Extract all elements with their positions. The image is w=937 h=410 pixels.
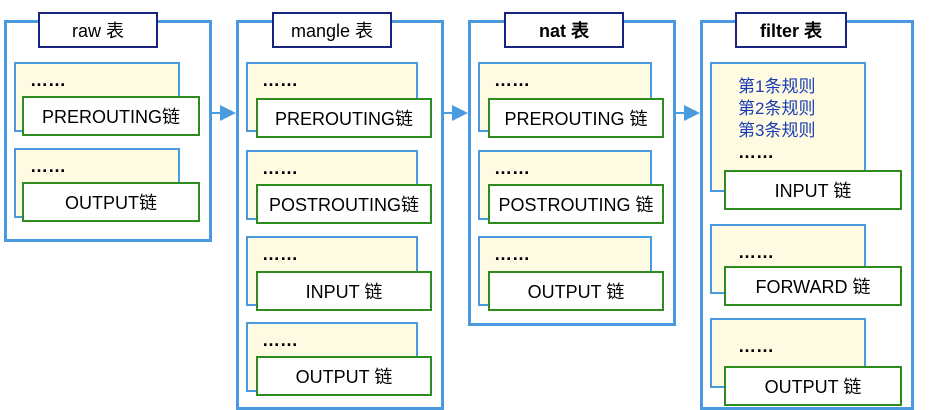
chain-nat-postrouting: POSTROUTING 链 — [488, 184, 664, 224]
chain-raw-prerouting: PREROUTING链 — [22, 96, 200, 136]
chain-mangle-prerouting: PREROUTING链 — [256, 98, 432, 138]
chain-nat-output: OUTPUT 链 — [488, 271, 664, 311]
flow-arrows — [211, 105, 700, 121]
chain-mangle-input: INPUT 链 — [256, 271, 432, 311]
table-title-mangle: mangle 表 — [272, 12, 392, 48]
table-title-nat: nat 表 — [504, 12, 624, 48]
chain-filter-output: OUTPUT 链 — [724, 366, 902, 406]
chain-nat-prerouting: PREROUTING 链 — [488, 98, 664, 138]
chain-filter-input: INPUT 链 — [724, 170, 902, 210]
table-title-raw: raw 表 — [38, 12, 158, 48]
chain-filter-forward: FORWARD 链 — [724, 266, 902, 306]
chain-mangle-postrouting: POSTROUTING链 — [256, 184, 432, 224]
chain-raw-output: OUTPUT链 — [22, 182, 200, 222]
chain-mangle-output: OUTPUT 链 — [256, 356, 432, 396]
table-title-filter: filter 表 — [735, 12, 847, 48]
